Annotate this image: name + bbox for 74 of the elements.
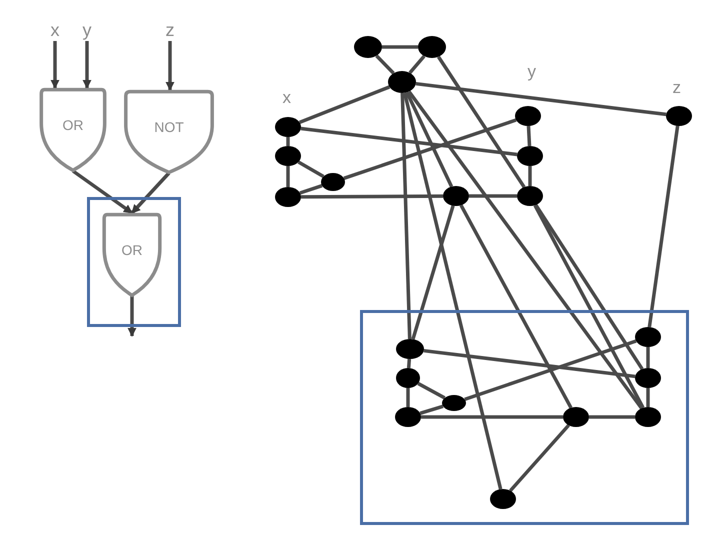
input-label: y xyxy=(82,20,92,40)
connector-line xyxy=(411,205,455,340)
connector-line xyxy=(402,92,502,490)
connector-line xyxy=(421,415,563,419)
connector-line xyxy=(406,388,410,407)
connector-line xyxy=(534,204,644,370)
gate-label: OR xyxy=(122,242,142,259)
arrow xyxy=(166,41,174,91)
connector-line xyxy=(459,204,573,409)
connector-line xyxy=(526,126,532,146)
connector-line xyxy=(299,184,323,195)
input-label: z xyxy=(166,20,174,40)
vertex-dot xyxy=(275,117,301,137)
connector-line xyxy=(406,358,412,368)
arrow xyxy=(82,41,92,89)
input-label: x xyxy=(50,20,60,40)
vertex-dot xyxy=(354,36,382,58)
vertex-dot xyxy=(490,489,516,509)
vertex-dot xyxy=(666,106,692,126)
connector-line xyxy=(343,118,517,180)
connector-line xyxy=(298,160,324,178)
connector-line xyxy=(286,137,290,146)
connector-line xyxy=(375,54,395,74)
connector-line xyxy=(469,194,517,198)
arrow xyxy=(130,172,170,214)
connector-line xyxy=(382,45,418,49)
highlight-frame xyxy=(87,197,181,327)
connector-line xyxy=(416,82,666,116)
connector-line xyxy=(509,424,570,492)
vertex-dot xyxy=(635,407,661,427)
connector-line xyxy=(646,388,650,407)
connector-line xyxy=(408,54,426,74)
vertex-label: x xyxy=(282,88,291,108)
connector-line xyxy=(648,126,680,328)
gate-label: OR xyxy=(62,117,84,134)
connector-line xyxy=(400,92,412,340)
connector-line xyxy=(464,339,637,402)
arrow xyxy=(50,41,60,89)
connector-line xyxy=(286,166,290,187)
vertex-dot xyxy=(517,146,543,166)
vertex-dot xyxy=(563,407,589,427)
connector-line xyxy=(298,85,390,124)
vertex-dot xyxy=(635,368,661,388)
vertex-dot xyxy=(321,173,345,191)
connector-line xyxy=(300,194,444,199)
vertex-dot xyxy=(388,71,416,93)
vertex-dot xyxy=(396,368,420,388)
vertex-dot xyxy=(275,187,301,207)
connector-line xyxy=(533,204,645,409)
highlight-frame xyxy=(360,310,689,525)
vertex-dot xyxy=(418,36,446,58)
vertex-dot xyxy=(442,395,466,411)
connector-line xyxy=(436,56,526,188)
vertex-dot xyxy=(396,339,424,359)
arrow xyxy=(72,170,134,214)
vertex-dot xyxy=(517,186,543,206)
connector-line xyxy=(408,90,644,410)
vertex-dot xyxy=(395,407,421,427)
vertex-dot xyxy=(443,186,469,206)
connector-line xyxy=(646,347,650,368)
vertex-dot xyxy=(275,146,301,166)
connector-line xyxy=(420,404,444,415)
vertex-dot xyxy=(515,106,541,126)
vertex-label: y xyxy=(528,62,536,82)
connector-line xyxy=(528,166,532,186)
connector-line xyxy=(405,92,454,188)
vertex-label: z xyxy=(672,78,681,98)
connector-line xyxy=(300,126,518,156)
connector-line xyxy=(424,348,636,378)
arrow xyxy=(128,296,136,337)
vertex-dot xyxy=(635,327,661,347)
gate-label: NOT xyxy=(154,119,184,136)
connector-line xyxy=(417,382,446,400)
connector-line xyxy=(589,415,635,419)
